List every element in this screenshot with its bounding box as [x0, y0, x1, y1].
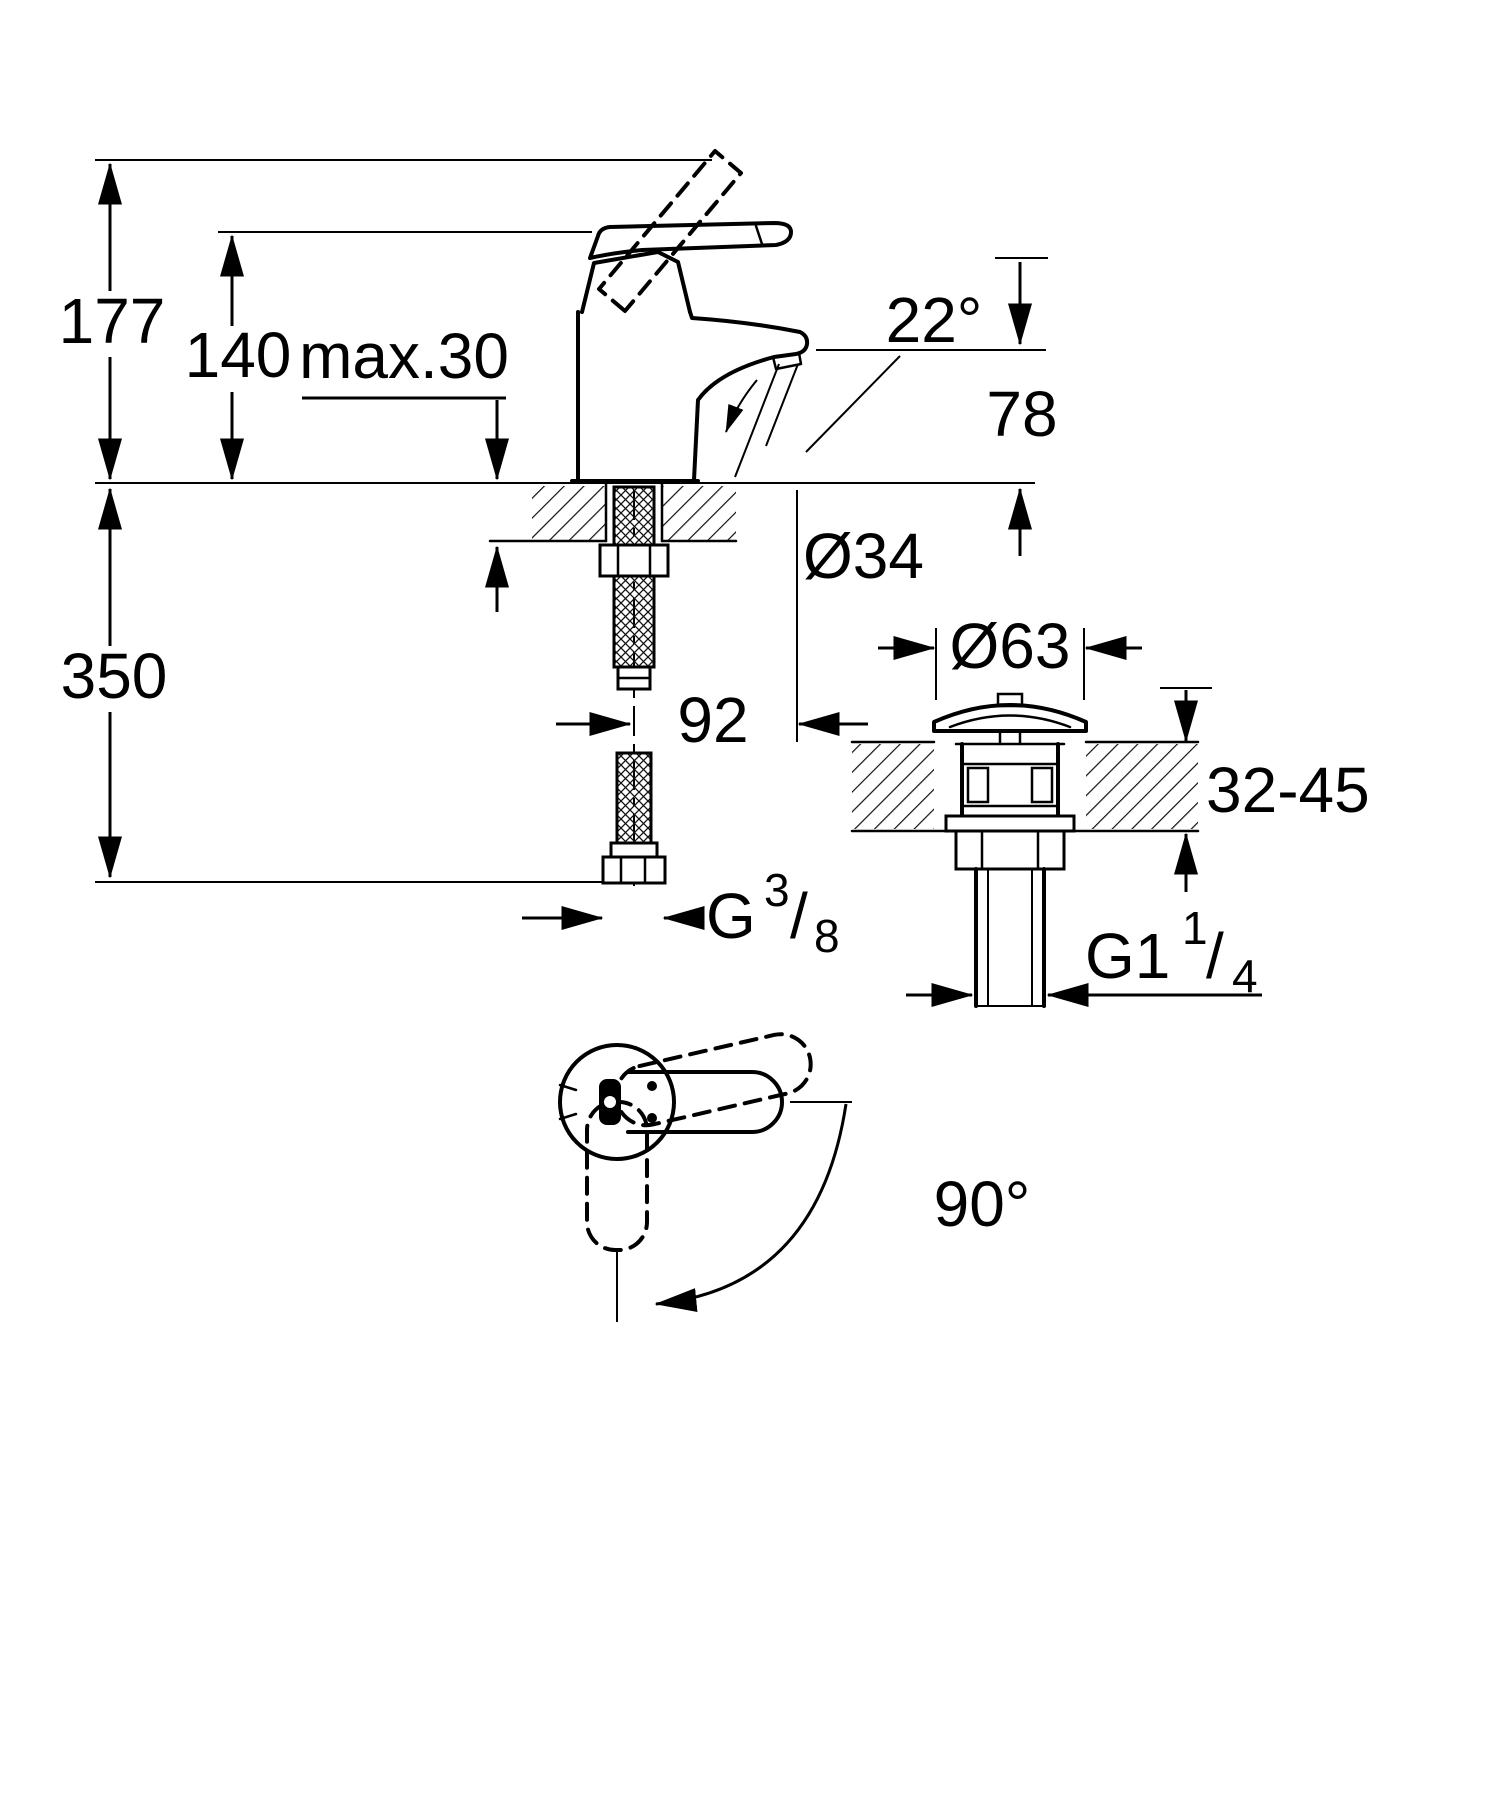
- faucet-side-view: [570, 149, 810, 483]
- pop-up-waste-detail: [850, 692, 1200, 1008]
- base-tick-2: [558, 1112, 578, 1121]
- waste-hatch-right: [1086, 744, 1198, 829]
- cartridge-dome: [580, 250, 692, 314]
- shank-and-hose: [598, 485, 670, 886]
- dim-supply-thread-denominator: 8: [814, 910, 840, 962]
- dim-supply-thread-slash: /: [790, 880, 808, 952]
- aerator: [771, 351, 803, 371]
- waste-cap-inner-arc: [948, 714, 1072, 729]
- dimension-spout-projection: 92: [556, 490, 868, 756]
- waste-cap: [932, 703, 1088, 733]
- handle-down-dashed: [585, 1100, 649, 1252]
- hose-collar: [609, 841, 659, 859]
- dimension-total-height: 177: [59, 162, 166, 481]
- screw-dot-1: [647, 1081, 657, 1091]
- dimension-deck-thickness: 32-45: [1160, 687, 1370, 892]
- dimension-waste-flange: Ø63: [878, 610, 1142, 700]
- handle-base-circle: [558, 1043, 676, 1161]
- dim-outlet-height-label: 78: [986, 378, 1057, 450]
- deck-hatch-left: [532, 486, 606, 540]
- water-stream-line-1: [734, 363, 780, 478]
- dim-hole-diameter-label: Ø34: [803, 520, 924, 592]
- dim-max-deck-label: max.30: [299, 320, 509, 392]
- dim-supply-thread-numerator: 3: [764, 864, 790, 916]
- screw-dot-2: [647, 1113, 657, 1123]
- dim-waste-thread-prefix: G1: [1085, 920, 1170, 992]
- waste-nut: [954, 829, 1066, 871]
- dim-waste-flange-label: Ø63: [950, 610, 1071, 682]
- dimension-spout-angle: 22°: [805, 284, 983, 453]
- faucet-body-and-spout: [576, 310, 810, 482]
- dim-spout-angle-label: 22°: [886, 284, 983, 356]
- deck-section: [488, 482, 738, 543]
- dimension-hose-length: 350: [61, 487, 168, 879]
- stream-direction-arrow: [725, 379, 758, 433]
- dim-total-height-label: 177: [59, 285, 166, 357]
- dim-waste-thread-numerator: 1: [1182, 902, 1208, 954]
- reference-lines: [95, 159, 1048, 883]
- dim-spout-projection-label: 92: [677, 684, 748, 756]
- dimension-supply-thread: G 3 / 8: [522, 864, 840, 962]
- swivel-arc-arrow: [654, 1103, 848, 1312]
- waste-gasket: [944, 814, 1076, 833]
- handle-capsule: [626, 1070, 784, 1134]
- dim-deck-thickness-label: 32-45: [1206, 754, 1370, 826]
- water-stream-line-2: [765, 363, 799, 447]
- cartridge-hole: [604, 1096, 616, 1108]
- dim-waste-thread-denominator: 4: [1232, 950, 1258, 1002]
- dim-hose-length-label: 350: [61, 640, 168, 712]
- lever-raised-dashed: [597, 149, 743, 313]
- dimension-swivel-angle: 90°: [934, 1168, 1031, 1240]
- dim-waste-thread-slash: /: [1206, 920, 1224, 992]
- waste-hatch-left: [852, 744, 934, 829]
- lever-detail-line: [754, 224, 764, 246]
- dimension-max-deck: max.30: [299, 320, 509, 612]
- dim-swivel-angle-label: 90°: [934, 1168, 1031, 1240]
- dimension-waste-thread: G1 1 / 4: [906, 902, 1262, 1007]
- dim-body-height-label: 140: [185, 319, 292, 391]
- hose-connector-nut: [601, 855, 667, 885]
- deck-hatch-right: [662, 486, 736, 540]
- dimension-hole-diameter: Ø34: [803, 520, 924, 592]
- lever-handle: [588, 221, 793, 260]
- handle-top-view: [558, 1032, 852, 1322]
- dim-22-leader: [805, 355, 901, 453]
- dimension-body-height: 140: [185, 234, 292, 481]
- base-tick-1: [558, 1083, 578, 1092]
- mounting-nut: [598, 543, 670, 578]
- braided-hose: [615, 751, 653, 847]
- waste-slot-left: [966, 766, 990, 804]
- dimension-outlet-height: 78: [986, 262, 1058, 556]
- waste-slot-right: [1030, 766, 1054, 804]
- dim-supply-thread-prefix: G: [706, 880, 756, 952]
